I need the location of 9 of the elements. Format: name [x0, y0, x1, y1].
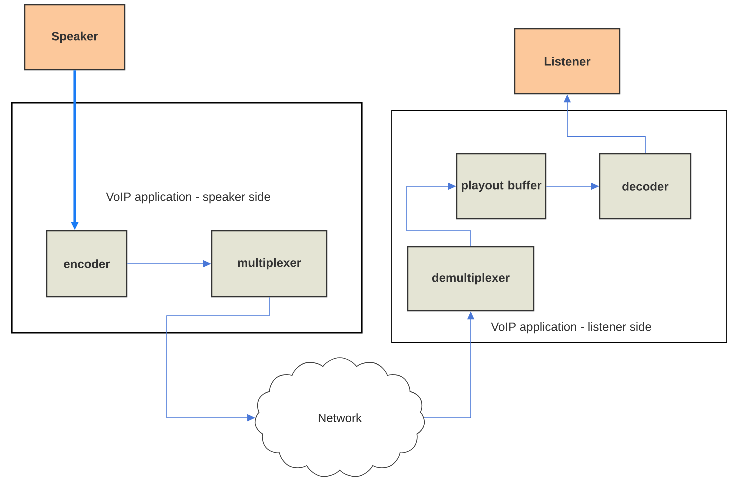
endpoint-box: Listener	[514, 28, 621, 95]
process-box: demultiplexer	[407, 246, 535, 312]
arrow	[406, 182, 472, 247]
process-box: decoder	[599, 153, 692, 220]
process-box: multiplexer	[211, 230, 328, 298]
process-box: playout buffer	[456, 153, 547, 220]
endpoint-box: Speaker	[24, 4, 126, 71]
network-cloud: Network	[254, 358, 426, 478]
process-box: encoder	[46, 230, 128, 298]
